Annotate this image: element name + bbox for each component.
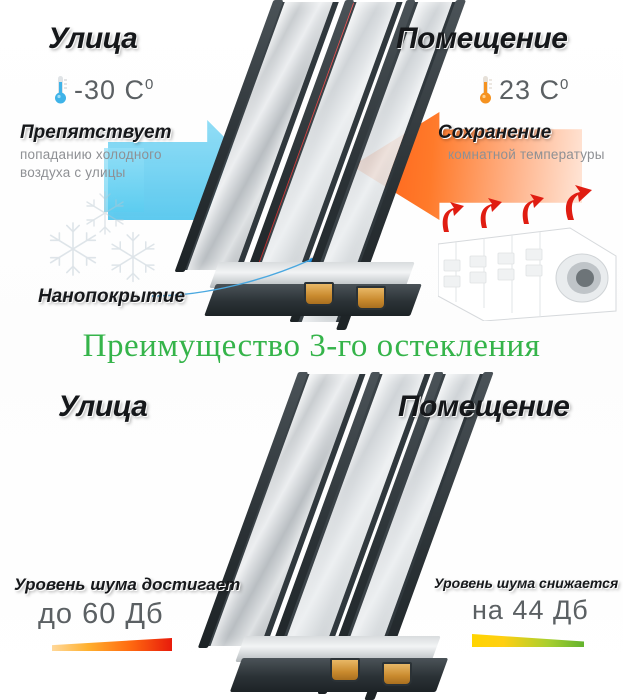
thermometer-cold-icon <box>55 76 67 104</box>
noise-level-bar-high <box>52 638 172 651</box>
nano-coating-leader-line <box>151 259 311 297</box>
top-left-temp-value: -30 C0 <box>74 74 155 105</box>
snowflake-icon-3 <box>111 231 155 283</box>
snowflake-icon-1 <box>86 191 124 235</box>
thermometer-warm-icon <box>480 76 492 104</box>
radiator-icon <box>437 185 618 322</box>
page-title: Преимущество 3-го остекления <box>82 328 541 364</box>
bottom-right-noise-value: на 44 Дб <box>472 595 589 625</box>
top-left-bold-line: Препятствует <box>20 122 172 143</box>
noise-level-bar-low <box>472 634 584 647</box>
top-panel: Улица -30 C0 Препятствует попаданию холо… <box>0 0 623 340</box>
bottom-left-zone-title: Улица <box>58 390 148 423</box>
triple-glazing-cutaway-icon-bottom <box>197 370 494 700</box>
bottom-right-zone-title: Помещение <box>398 390 570 423</box>
top-left-sub-line-1: попаданию холодного <box>20 147 162 162</box>
heat-arrows-icon <box>442 185 592 232</box>
bottom-left-noise-value: до 60 Дб <box>38 598 164 630</box>
cold-air-arrow-tail <box>104 148 144 212</box>
desiccant-spacer-2-b <box>382 662 412 686</box>
top-left-zone-title: Улица <box>48 22 138 55</box>
bottom-right-noise-bold: Уровень шума снижается <box>434 575 619 591</box>
bottom-panel: Улица Уровень шума достигает до 60 Дб По… <box>0 370 623 700</box>
top-left-temperature: -30 C0 <box>53 74 154 106</box>
snowflake-icon-2 <box>49 222 97 276</box>
nano-coating-callout: Нанопокрытие <box>38 286 186 307</box>
bottom-left-noise-bold: Уровень шума достигает <box>14 575 241 594</box>
triple-glazing-cutaway-icon-top <box>174 0 467 330</box>
top-right-temperature: 23 C0 <box>478 74 569 106</box>
top-right-sub-line-1: комнатной температуры <box>448 147 605 162</box>
top-left-sub-line-2: воздуха с улицы <box>20 165 126 180</box>
desiccant-spacer-2 <box>356 286 386 310</box>
desiccant-spacer-1-b <box>330 658 360 682</box>
top-right-bold-line: Сохранение <box>438 122 552 143</box>
top-right-temp-value: 23 C0 <box>499 74 570 105</box>
desiccant-spacer-1 <box>304 282 334 306</box>
top-right-zone-title: Помещение <box>396 22 568 55</box>
